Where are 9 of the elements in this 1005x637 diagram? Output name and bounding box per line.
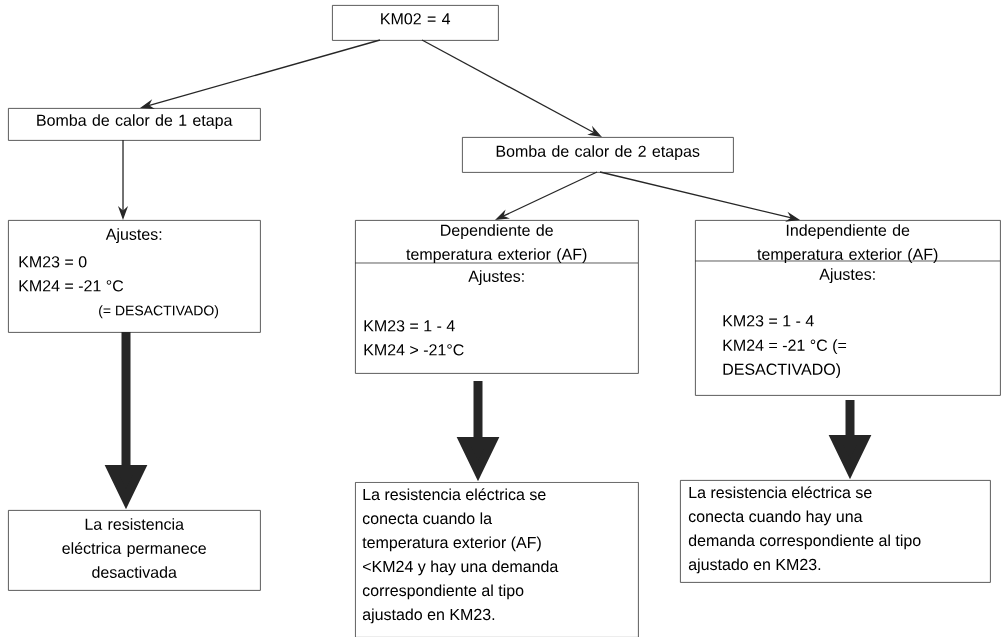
- result-box: La resistencia eléctrica permanece desactivada: [8, 510, 261, 591]
- result-box: La resistencia eléctrica se conecta cuando la temperatura exterior (AF) <KM24 y hay una demanda correspondiente al tipo ajustado en KM23.: [355, 482, 639, 637]
- settings-box: Ajustes: KM23 = 0 KM24 = -21 °C (= DESACTIVADO): [8, 220, 261, 333]
- settings-box: Dependiente de temperatura exterior (AF) Ajustes: KM23 = 1 - 4 KM24 > -21°C: [354, 220, 639, 374]
- parameter-box: KM02 = 4: [332, 5, 499, 41]
- process-box: Bomba de calor de 2 etapas: [462, 137, 734, 173]
- result-box: La resistencia eléctrica se conecta cuando hay una demanda correspondiente al tipo ajustado en KM23.: [680, 480, 991, 583]
- settings-box: Independiente de temperatura exterior (AF) Ajustes: KM23 = 1 - 4 KM24 = -21 °C (= DESACTIVADO): [694, 220, 1001, 396]
- process-box: Bomba de calor de 1 etapa: [8, 108, 261, 141]
